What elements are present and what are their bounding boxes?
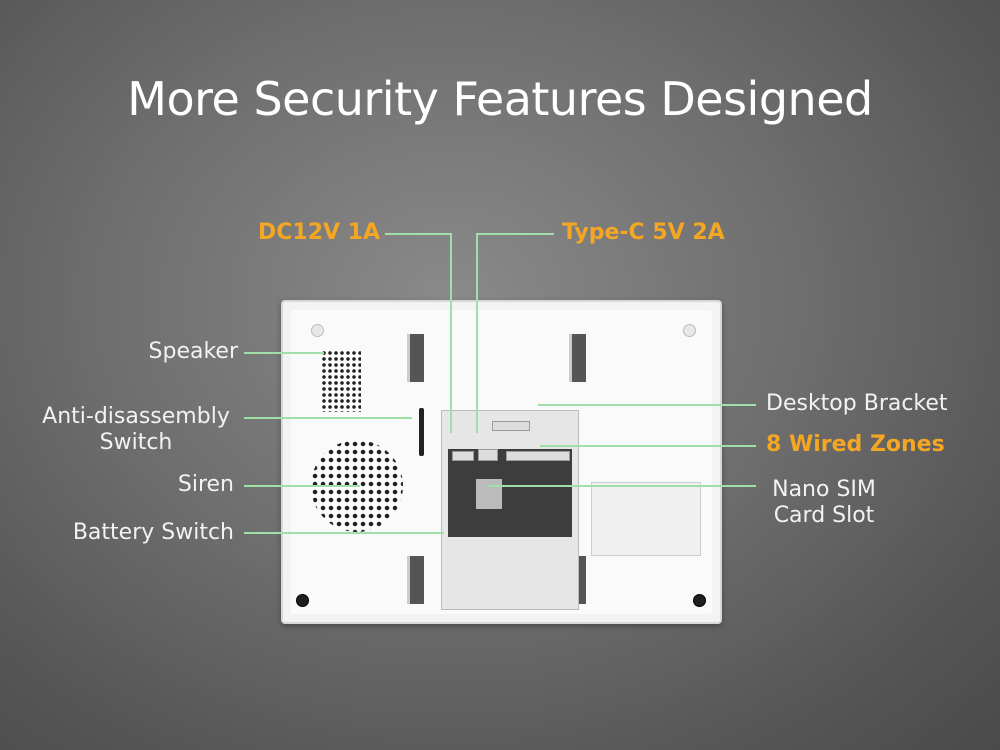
leader-line [244, 485, 360, 487]
wall-hook-icon [569, 334, 586, 382]
label-area [591, 482, 701, 556]
label-anti-disassembly-line1: Anti-disassembly [42, 404, 230, 429]
sim-slot-icon [476, 479, 502, 509]
alarm-panel-back [281, 300, 722, 624]
screw-icon [296, 594, 309, 607]
label-dc-power: DC12V 1A [258, 220, 381, 245]
anti-disassembly-switch-icon [419, 408, 424, 456]
circuit-board [448, 449, 572, 537]
label-sim-line2: Card Slot [773, 503, 875, 528]
speaker-grille-icon [321, 350, 361, 412]
wall-hook-icon [407, 556, 424, 604]
leader-line [385, 233, 451, 235]
label-anti-disassembly: Anti-disassembly Switch [36, 404, 236, 456]
desktop-bracket-icon [492, 421, 530, 431]
leader-line [244, 532, 444, 534]
label-sim-line1: Nano SIM [772, 477, 876, 502]
type-c-port-icon [478, 449, 498, 461]
label-sim-slot: Nano SIM Card Slot [758, 477, 890, 529]
label-anti-disassembly-line2: Switch [99, 430, 173, 455]
leader-line [538, 404, 756, 406]
leader-line [244, 352, 324, 354]
screw-icon [693, 594, 706, 607]
label-siren: Siren [177, 472, 234, 497]
leader-line [476, 233, 478, 433]
screw-icon [311, 324, 324, 337]
device-surface [291, 310, 712, 614]
leader-line [540, 445, 756, 447]
dc-jack-icon [452, 451, 474, 461]
wired-zones-terminal-icon [506, 451, 570, 461]
leader-line [450, 233, 452, 433]
battery-bay [441, 410, 579, 610]
leader-line [487, 485, 756, 487]
page-title: More Security Features Designed [127, 72, 873, 126]
wall-hook-icon [407, 334, 424, 382]
label-battery-switch: Battery Switch [72, 520, 234, 545]
label-wired-zones: 8 Wired Zones [766, 432, 945, 457]
label-type-c: Type-C 5V 2A [562, 220, 725, 245]
label-speaker: Speaker [148, 339, 238, 364]
leader-line [476, 233, 554, 235]
screw-icon [683, 324, 696, 337]
label-desktop-bracket: Desktop Bracket [766, 391, 948, 416]
leader-line [244, 417, 412, 419]
